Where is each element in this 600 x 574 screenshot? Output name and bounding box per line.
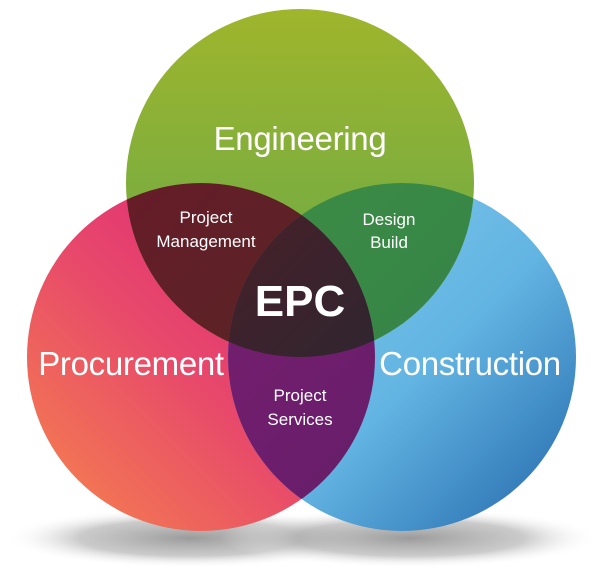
epc-center-label: EPC bbox=[255, 277, 345, 326]
engineering-label: Engineering bbox=[214, 120, 387, 157]
design-build-label-line2: Build bbox=[370, 233, 408, 252]
project-services-label-line2: Services bbox=[267, 410, 332, 429]
construction-shadow bbox=[220, 508, 600, 568]
project-management-label-line1: Project bbox=[180, 208, 233, 227]
design-build-label-line1: Design bbox=[363, 210, 416, 229]
project-services-label-line1: Project bbox=[274, 386, 327, 405]
epc-center-region bbox=[228, 183, 375, 357]
procurement-label: Procurement bbox=[38, 345, 224, 382]
project-management-label-line2: Management bbox=[156, 232, 256, 251]
construction-label: Construction bbox=[379, 345, 561, 382]
